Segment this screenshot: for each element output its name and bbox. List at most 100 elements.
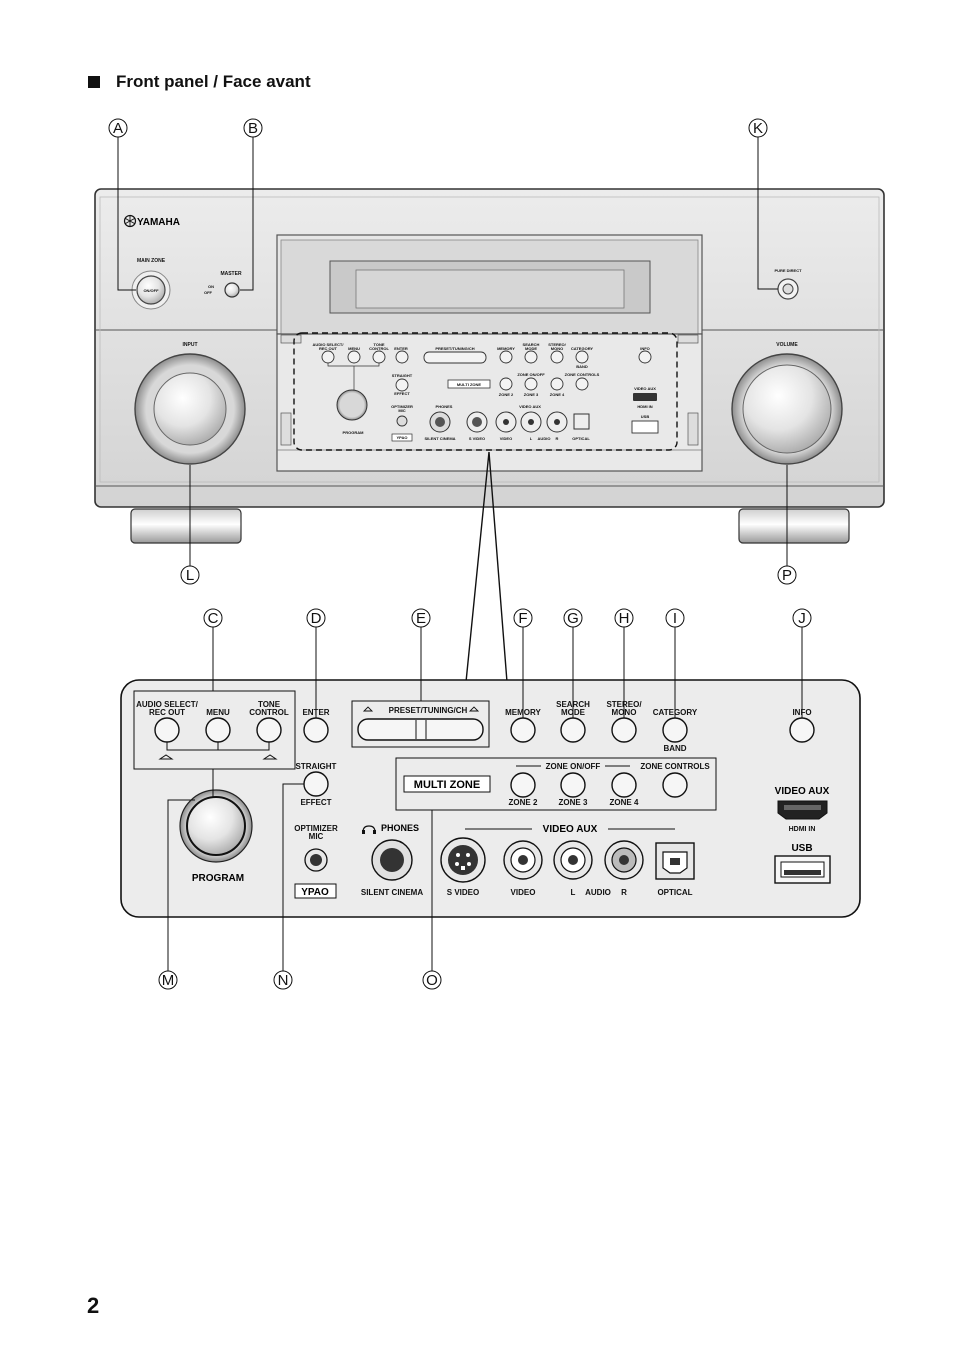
callout-f: F: [513, 608, 533, 628]
callout-h: H: [614, 608, 634, 628]
zone-on-off-label: ZONE ON/OFF: [546, 762, 601, 771]
mini-program-knob[interactable]: [336, 389, 368, 421]
mini-memory-button[interactable]: [499, 350, 513, 364]
mini-zone3-button[interactable]: [524, 377, 538, 391]
receiver-front: YAMAHA MAIN ZONE ON/OFF MASTER ON OFF PU…: [94, 188, 885, 544]
callout-l: L: [180, 565, 200, 585]
audio-label: AUDIO: [585, 888, 611, 897]
mini-stereo-label: STEREO/: [548, 342, 566, 347]
mini-stereo-mono-button[interactable]: [550, 350, 564, 364]
mini-tone-control-button[interactable]: [372, 350, 386, 364]
mini-straight-button[interactable]: [395, 378, 409, 392]
callout-j: J: [792, 608, 812, 628]
callout-c: C: [203, 608, 223, 628]
zone2-button[interactable]: [510, 772, 536, 798]
left-foot: [130, 508, 242, 544]
info-button[interactable]: [789, 717, 815, 743]
memory-button[interactable]: [510, 717, 536, 743]
mini-hdmi-icon: [633, 393, 657, 401]
master-off-label: OFF: [204, 290, 213, 295]
mini-multi-zone-label: MULTI ZONE: [457, 382, 481, 387]
mini-hdmi-in-label: HDMI IN: [637, 404, 652, 409]
callout-o-label: O: [426, 972, 438, 989]
callout-d-label: D: [311, 610, 322, 627]
flap-detail-outline: [293, 332, 678, 451]
right-arrow-icon: [262, 754, 278, 760]
effect-label: EFFECT: [300, 798, 331, 807]
mini-category-label: CATEGORY: [571, 346, 594, 351]
category-band-button[interactable]: [662, 717, 688, 743]
audio-l-jack-icon: [553, 840, 593, 880]
preset-tuning-rocker[interactable]: [357, 718, 484, 741]
mini-mic-label: MIC: [398, 408, 405, 413]
video-aux-label: VIDEO AUX: [543, 824, 598, 835]
pure-direct-indicator-icon: [782, 283, 794, 295]
mini-l-label: L: [530, 436, 533, 441]
callout-k-label: K: [753, 120, 763, 137]
optical-jack-icon: [655, 842, 695, 880]
menu-button[interactable]: [205, 717, 231, 743]
right-foot: [738, 508, 850, 544]
mini-mono-label: MONO: [551, 346, 563, 351]
callout-m-label: M: [162, 972, 175, 989]
callout-a: A: [108, 118, 128, 138]
mini-category-button[interactable]: [575, 350, 589, 364]
straight-effect-button[interactable]: [303, 771, 329, 797]
zone2-label: ZONE 2: [509, 798, 538, 807]
phones-label: PHONES: [381, 823, 419, 833]
callout-c-label: C: [208, 610, 219, 627]
mini-search-mode-button[interactable]: [524, 350, 538, 364]
mini-control-label: CONTROL: [369, 346, 389, 351]
mini-info-button[interactable]: [638, 350, 652, 364]
callout-i-label: I: [673, 610, 677, 627]
zone4-button[interactable]: [611, 772, 637, 798]
mini-zone2-button[interactable]: [499, 377, 513, 391]
enter-button[interactable]: [303, 717, 329, 743]
mini-optical-label: OPTICAL: [572, 436, 590, 441]
volume-label: VOLUME: [776, 342, 798, 348]
zone3-label: ZONE 3: [559, 798, 588, 807]
search-mode-button[interactable]: [560, 717, 586, 743]
audio-l-label: L: [571, 888, 576, 897]
callout-e-label: E: [416, 610, 426, 627]
tone-label: TONE: [258, 700, 281, 709]
heading-text: Front panel / Face avant: [116, 72, 311, 91]
mini-preset-rocker[interactable]: [423, 351, 487, 364]
flap-mini-controls: AUDIO SELECT/ REC OUT MENU TONE CONTROL …: [313, 342, 659, 442]
audio-select-button[interactable]: [154, 717, 180, 743]
preset-left-arrow-icon: [362, 706, 374, 712]
mini-effect-label: EFFECT: [394, 391, 410, 396]
mini-tone-label: TONE: [373, 342, 384, 347]
zone3-button[interactable]: [560, 772, 586, 798]
callout-g-label: G: [567, 610, 579, 627]
mini-enter-button[interactable]: [395, 350, 409, 364]
callout-f-label: F: [518, 610, 527, 627]
zone-controls-label: ZONE CONTROLS: [640, 762, 710, 771]
zone-controls-button[interactable]: [662, 772, 688, 798]
tone-control-button[interactable]: [256, 717, 282, 743]
menu-label: MENU: [206, 708, 230, 717]
callout-o: O: [422, 970, 442, 990]
hdmi-in-label: HDMI IN: [789, 826, 816, 833]
master-power-switch[interactable]: [224, 282, 240, 298]
mini-zone4-button[interactable]: [550, 377, 564, 391]
group-c-outline: [133, 690, 296, 770]
main-zone-power-button[interactable]: [136, 275, 166, 305]
yamaha-logo-icon: [123, 214, 137, 228]
callout-i: I: [665, 608, 685, 628]
multi-zone-label: MULTI ZONE: [414, 779, 480, 791]
left-arrow-icon: [158, 754, 174, 760]
mini-search-label: SEARCH: [523, 342, 540, 347]
callout-n-label: N: [278, 972, 289, 989]
callout-b-label: B: [248, 120, 258, 137]
mini-menu-button[interactable]: [347, 350, 361, 364]
mini-video-aux-title: VIDEO AUX: [634, 386, 656, 391]
usb-label: USB: [791, 843, 812, 854]
stereo-mono-button[interactable]: [611, 717, 637, 743]
callout-j-label: J: [798, 610, 806, 627]
mini-silent-cinema-label: SILENT CINEMA: [424, 436, 455, 441]
mini-audio-select-button[interactable]: [321, 350, 335, 364]
mini-phones-label: PHONES: [436, 404, 453, 409]
mini-zone-controls-button[interactable]: [575, 377, 589, 391]
